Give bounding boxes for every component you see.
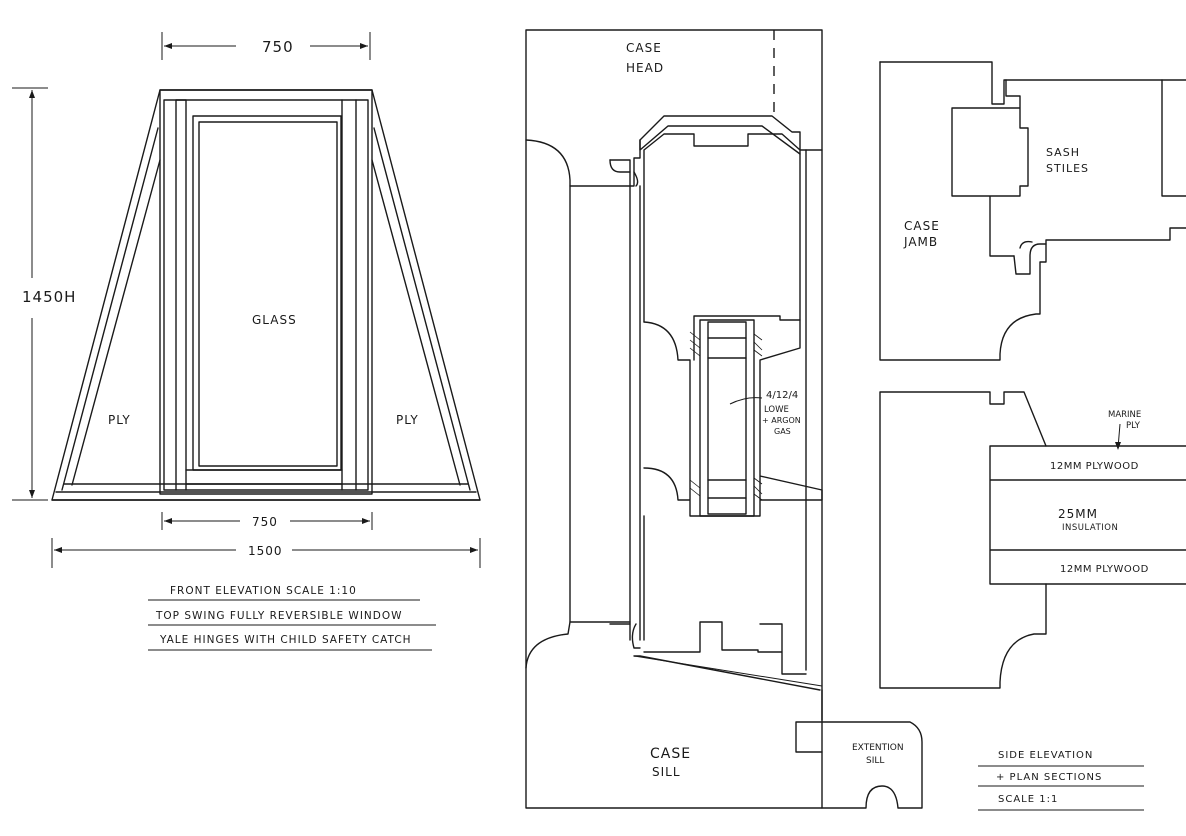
case-jamb-top	[879, 61, 1186, 105]
vertical-section: 4/12/4 LOWE + ARGON GAS CASE HEAD CASE S…	[525, 29, 923, 809]
glazing-bead-hatching	[689, 331, 763, 501]
plan-section-jamb: SASH STILES CASE JAMB	[879, 61, 1186, 361]
head-rebate	[609, 125, 801, 187]
case-inner-lines	[569, 149, 807, 671]
left-stile	[175, 99, 187, 491]
front-note-3: YALE HINGES WITH CHILD SAFETY CATCH	[159, 634, 412, 646]
plan-section-panel: MARINE PLY 12MM PLYWOOD 25MM INSULATION …	[879, 391, 1186, 689]
dimension-height: 1450H	[12, 87, 76, 501]
glazing-spec-2: LOWE	[764, 405, 789, 415]
case-jamb-line2: JAMB	[903, 235, 938, 249]
bottom-sash-rail	[643, 515, 807, 675]
ply-right-label: PLY	[396, 413, 419, 427]
extension-sill-line1: EXTENTION	[852, 743, 904, 753]
case-sill-profile	[525, 621, 823, 721]
case-jamb-outline	[879, 61, 1186, 361]
case-head-line2: HEAD	[626, 61, 664, 75]
dimension-top-width: 750	[161, 32, 371, 60]
front-elevation-notes: FRONT ELEVATION SCALE 1:10 TOP SWING FUL…	[148, 585, 436, 651]
bottom-weatherseal	[609, 623, 641, 649]
glass-pane	[198, 121, 338, 467]
front-note-2: TOP SWING FULLY REVERSIBLE WINDOW	[155, 610, 403, 622]
front-elevation-outline	[51, 89, 481, 501]
case-head-line1: CASE	[626, 41, 662, 55]
side-elevation-notes: SIDE ELEVATION + PLAN SECTIONS SCALE 1:1	[978, 750, 1144, 811]
top-sash-rail	[643, 133, 801, 323]
bottom-rail	[185, 469, 343, 485]
ply-bottom-label: 12MM PLYWOOD	[1060, 564, 1149, 575]
glass-cavity	[699, 319, 755, 517]
sash-stiles-line2: STILES	[1046, 162, 1089, 175]
ply-top-label: 12MM PLYWOOD	[1050, 461, 1139, 472]
side-note-1: SIDE ELEVATION	[998, 750, 1093, 761]
ply-left-label: PLY	[108, 413, 131, 427]
dimension-inner-width: 750	[161, 512, 373, 530]
side-note-2: + PLAN SECTIONS	[996, 772, 1102, 783]
sash-stiles-line1: SASH	[1046, 146, 1080, 159]
sill-slope	[633, 655, 823, 687]
dim-inner-width: 750	[252, 515, 278, 529]
panel-layers	[989, 445, 1186, 585]
glass-label: GLASS	[252, 313, 297, 327]
case-sill-line1: CASE	[650, 746, 691, 762]
extension-sill-line2: SILL	[866, 756, 884, 766]
glazing-spec-1: 4/12/4	[766, 390, 798, 401]
panel-jamb-outline	[879, 391, 1047, 689]
front-elevation: GLASS PLY PLY 750 1450H 750	[12, 32, 481, 651]
marine-ply-line1: MARINE	[1108, 410, 1141, 420]
ply-left-frame	[51, 127, 481, 501]
window-frame	[159, 89, 373, 495]
glass-inner	[707, 321, 747, 515]
side-note-3: SCALE 1:1	[998, 794, 1058, 805]
case-sill-line2: SILL	[652, 765, 681, 779]
case-head-profile	[525, 115, 823, 187]
dim-top-width: 750	[262, 38, 294, 56]
dim-height: 1450H	[22, 288, 76, 306]
insulation-line1: 25MM	[1058, 507, 1098, 521]
plan-weatherseal	[1013, 240, 1047, 275]
glazing-spec-3: + ARGON	[762, 416, 801, 425]
glazing-unit	[643, 315, 823, 517]
marine-ply-line2: PLY	[1126, 421, 1141, 431]
spacer-bars	[707, 337, 747, 499]
sash-outer	[192, 115, 342, 471]
case-jamb-line1: CASE	[904, 219, 940, 233]
ply-right-frame	[371, 127, 471, 491]
front-note-1: FRONT ELEVATION SCALE 1:10	[170, 585, 357, 597]
right-stile	[341, 99, 357, 491]
insulation-line2: INSULATION	[1062, 523, 1118, 533]
glazing-leader	[729, 397, 763, 405]
sash-stile-profile	[951, 79, 1186, 257]
dim-total-width: 1500	[248, 544, 283, 558]
glazing-spec-4: GAS	[774, 427, 791, 436]
dimension-total-width: 1500	[51, 538, 481, 568]
frame-inner	[163, 99, 369, 491]
extension-sill	[795, 721, 923, 809]
top-weatherseal	[609, 159, 639, 187]
